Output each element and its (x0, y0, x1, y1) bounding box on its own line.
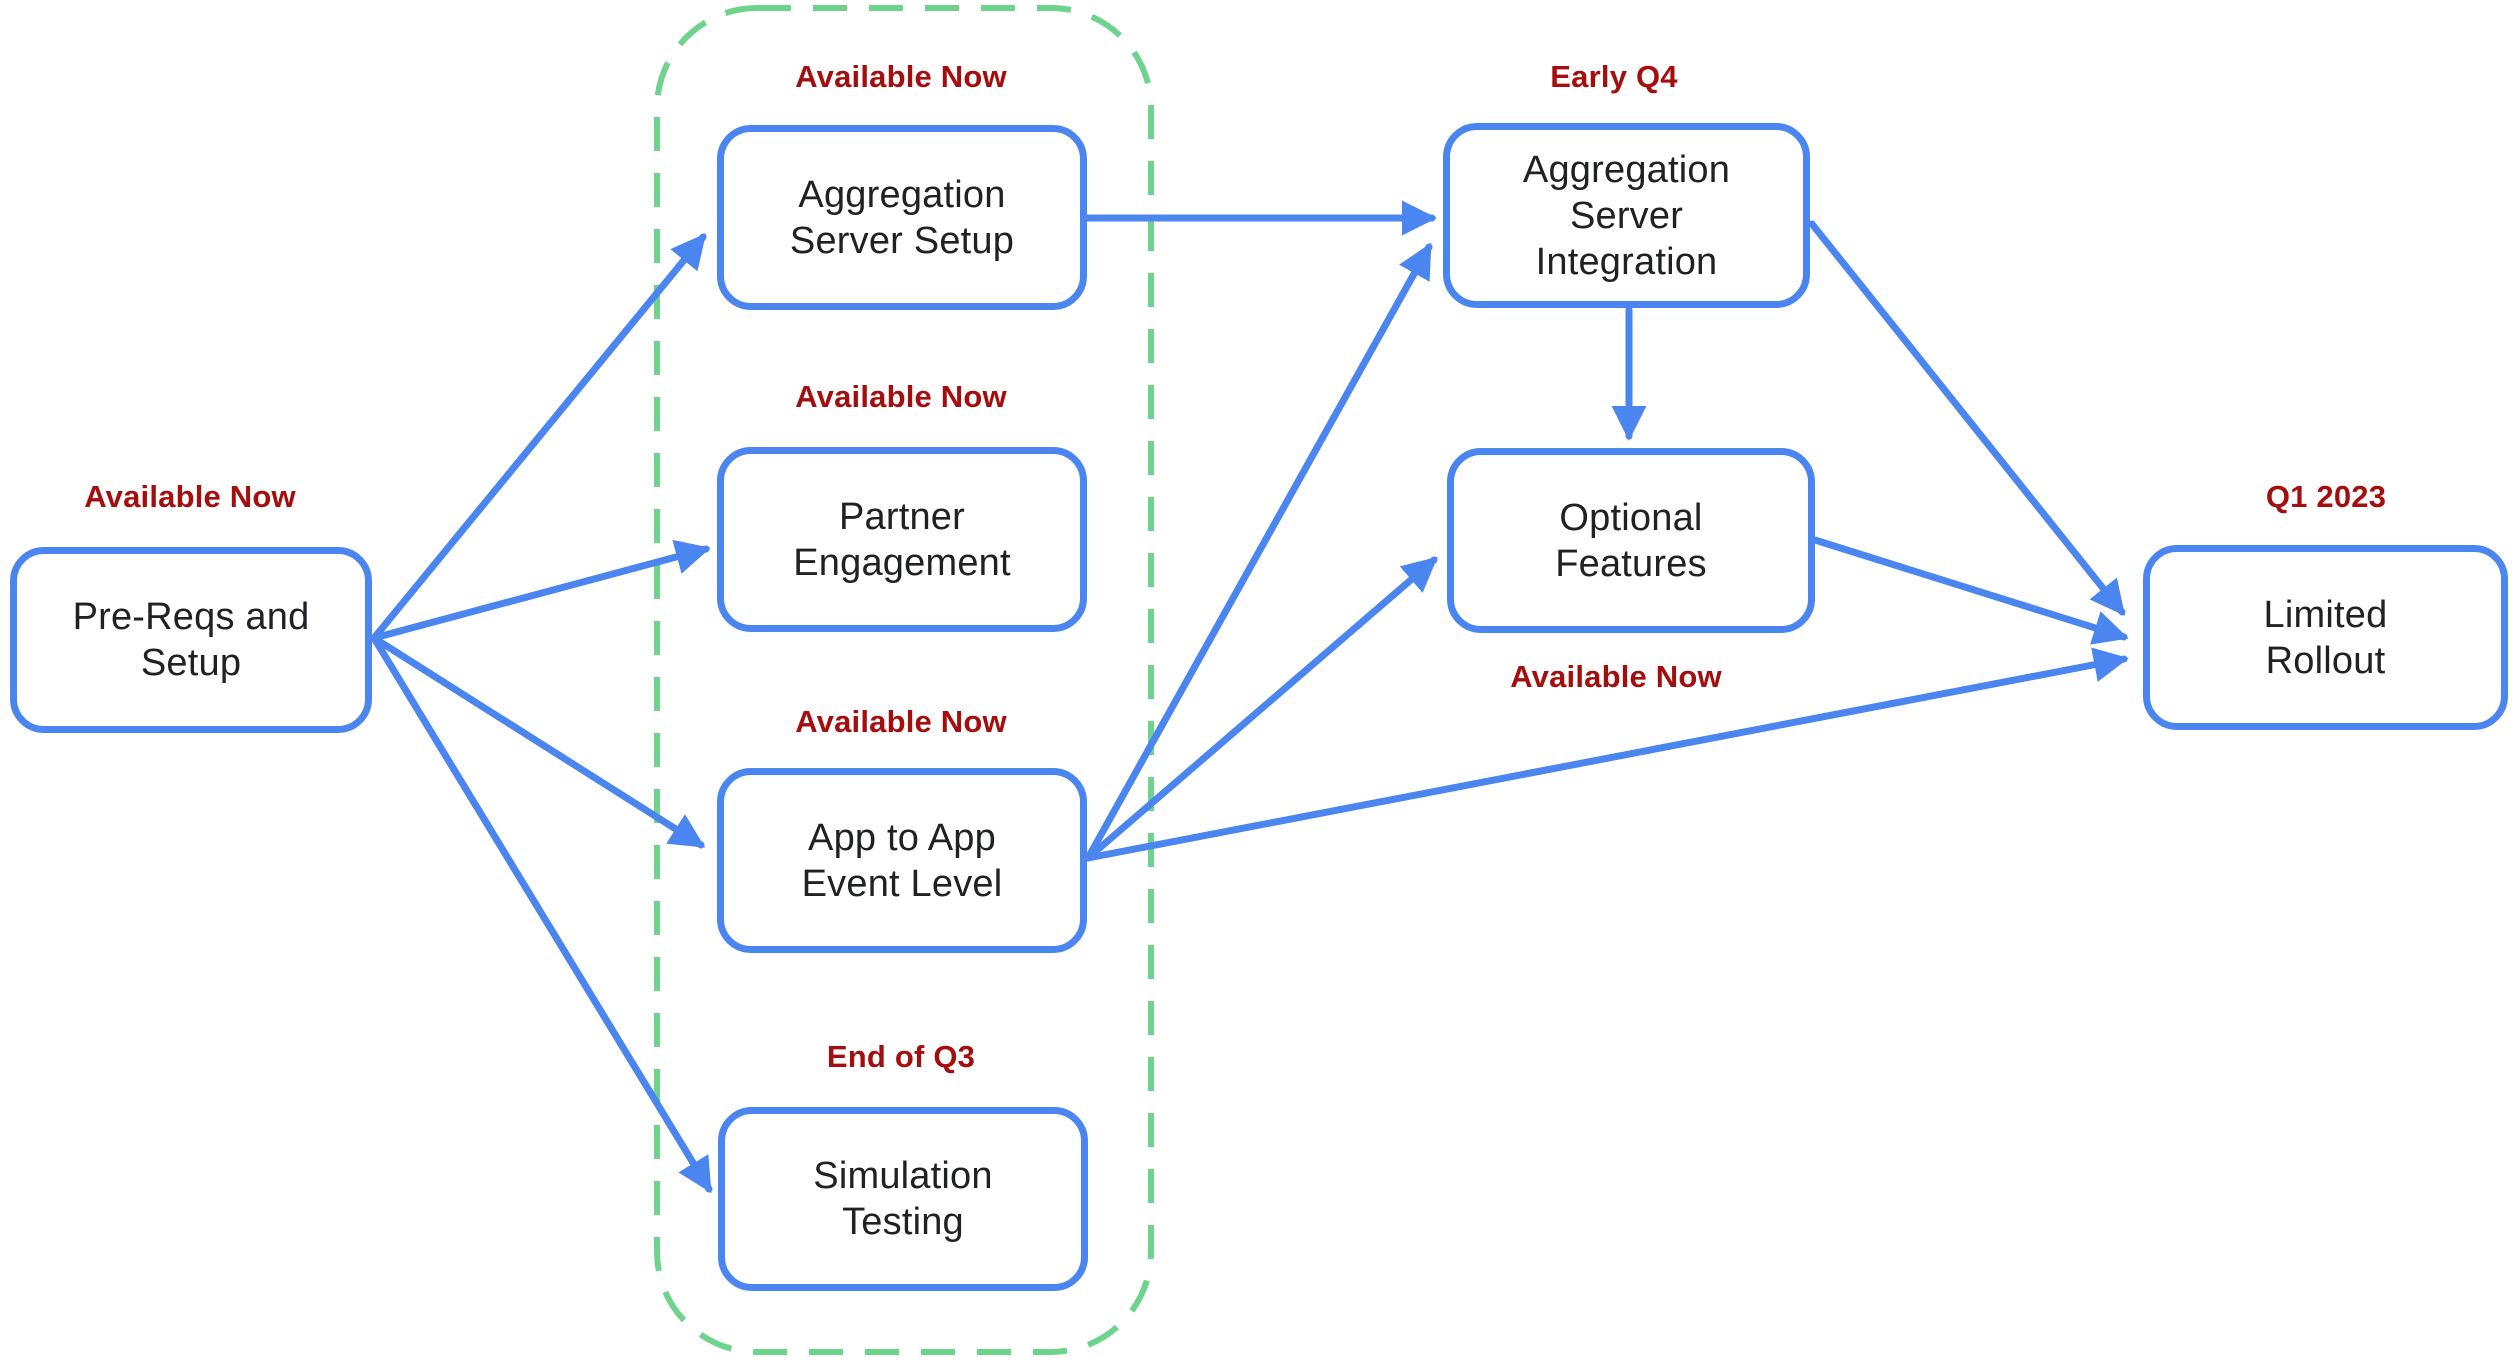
node-label-line: Limited (2263, 593, 2388, 636)
node-label-line: Aggregation (798, 173, 1006, 216)
status-label-optional: Available Now (1510, 659, 1722, 694)
edge-pre-reqs-to-app-to-app-event-level (370, 634, 706, 849)
node-label-line: Testing (842, 1201, 964, 1243)
edge-app-to-app-to-optional-features (1084, 556, 1438, 862)
node-aggregation-server-integration: Aggregation Server Integration (1443, 123, 1810, 308)
node-label-line: Aggregation (1522, 148, 1731, 191)
node-label-line: Integration (1535, 240, 1718, 283)
status-label-simulation: End of Q3 (826, 1039, 976, 1074)
node-label-line: Optional (1559, 496, 1703, 539)
phase-group-outline (654, 5, 1154, 1355)
status-label-agg-integration: Early Q4 (1550, 59, 1678, 94)
node-label-line: Partner (838, 495, 965, 538)
node-label-line: Rollout (2265, 639, 2386, 682)
node-label-line: Engagement (793, 541, 1011, 584)
status-label-app-to-app: Available Now (795, 704, 1007, 739)
status-label-pre-reqs: Available Now (84, 479, 296, 514)
node-aggregation-server-setup: Aggregation Server Setup (717, 125, 1087, 310)
node-limited-rollout: Limited Rollout (2143, 545, 2508, 730)
edge-pre-reqs-to-aggregation-server-setup (370, 233, 707, 642)
node-pre-reqs-and-setup: Pre-Reqs and Setup (10, 547, 372, 733)
node-simulation-testing: Simulation Testing (718, 1107, 1088, 1291)
edge-pre-reqs-to-partner-engagement (370, 539, 711, 642)
edge-app-to-app-to-limited-rollout (1084, 647, 2129, 862)
node-app-to-app-event-level: App to App Event Level (717, 768, 1087, 953)
edge-aggregation-server-integration-to-limited-rollout (1808, 220, 2126, 616)
status-label-agg-setup: Available Now (795, 59, 1007, 94)
edge-optional-features-to-limited-rollout (1811, 536, 2129, 645)
node-label-line: Server (1569, 194, 1684, 237)
node-optional-features: Optional Features (1447, 448, 1815, 633)
node-label-line: Pre-Reqs and (72, 596, 310, 638)
node-label-line: Simulation (813, 1155, 993, 1197)
status-label-rollout: Q1 2023 (2265, 479, 2387, 514)
node-label-line: Setup (140, 642, 242, 684)
node-label-line: App to App (808, 816, 996, 859)
node-label-line: Server Setup (789, 219, 1015, 262)
node-label-line: Features (1555, 542, 1707, 585)
edge-app-to-app-to-aggregation-server-integration (1084, 242, 1433, 862)
node-label-line: Event Level (801, 862, 1003, 905)
node-partner-engagement: Partner Engagement (717, 447, 1087, 632)
status-label-partner: Available Now (795, 379, 1007, 414)
edge-pre-reqs-to-simulation-testing (370, 634, 713, 1194)
